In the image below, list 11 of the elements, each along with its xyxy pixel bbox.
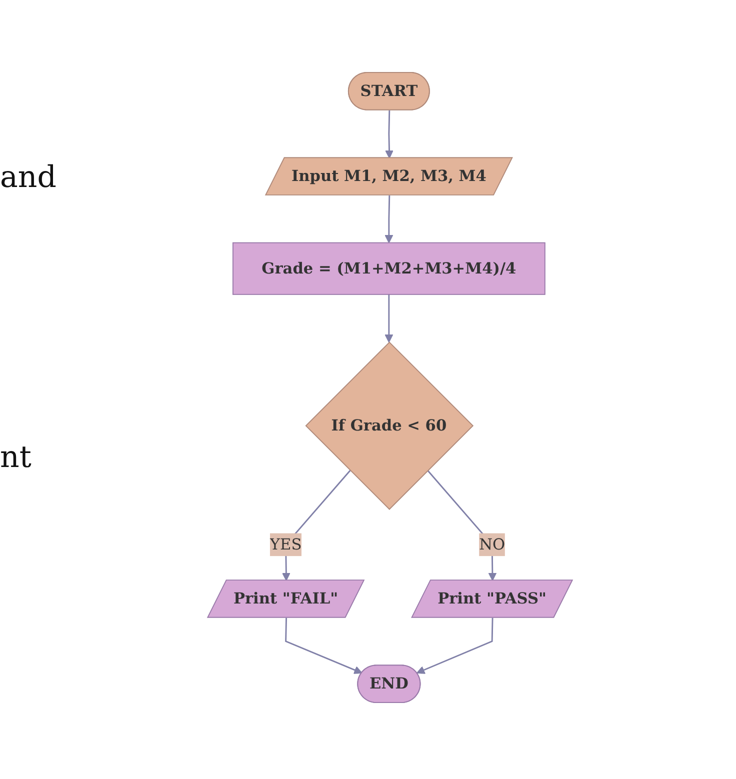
arrow [285,618,362,674]
arrow [385,110,394,158]
edge-label: YES [270,535,302,554]
arrow [416,618,494,674]
edge-label: NO [479,535,506,554]
text-fragment: and [0,160,56,195]
text-fragment: nt [0,440,32,475]
node-diamond: If Grade < 60 [305,342,474,510]
arrow [384,294,394,343]
node-box: Grade = (M1+M2+M3+M4)/4 [232,242,546,295]
arrow [384,195,394,244]
